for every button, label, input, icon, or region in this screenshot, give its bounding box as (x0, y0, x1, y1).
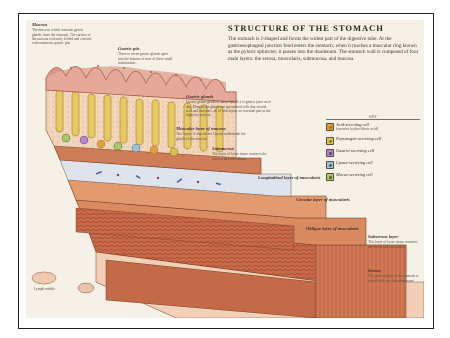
key-item-mucus: Mucus-secreting cell (326, 172, 422, 182)
label-title: Oblique layer of muscularis (306, 226, 386, 231)
key-header: KEY (326, 115, 420, 120)
label-circular: Circular layer of muscularis (296, 197, 386, 202)
label-text: The outer surface of the stomach is coat… (368, 274, 422, 283)
label-text: The mucosa, which contains gastric gland… (32, 28, 94, 45)
label-text: Two layers of muscle are located underne… (176, 132, 246, 141)
label-gastric-pits: Gastric pits Three to seven gastric glan… (118, 46, 174, 65)
key-label: Mucus-secreting cell (336, 172, 373, 177)
label-subserous: Subserous layer This layer of loose tiss… (368, 234, 422, 249)
mucus-cell-swatch (326, 173, 334, 181)
key-label: Lipase-secreting cell (336, 160, 373, 165)
lipase-cell-swatch (326, 161, 334, 169)
key-item-gastrin: Gastrin-secreting cell (326, 148, 422, 158)
label-title: Lymph nodule (34, 287, 64, 291)
label-title: Circular layer of muscularis (296, 197, 386, 202)
label-gastric-glands: Gastric glands Gastric glands produce ab… (186, 94, 272, 118)
label-mucosa: Mucosa The mucosa, which contains gastri… (32, 22, 94, 46)
label-text: This layer of loose tissue connects the … (368, 240, 422, 249)
label-title: Subserous layer (368, 234, 422, 239)
key-item-lipase: Lipase-secreting cell (326, 160, 422, 170)
label-text: Gastric glands produce about 3pt (2L) of… (186, 100, 272, 117)
label-oblique: Oblique layer of muscularis (306, 226, 386, 231)
label-title: Submucosa (212, 146, 274, 151)
illustration-page: STRUCTURE OF THE STOMACH The stomach is … (26, 20, 424, 318)
key-item-acid: Acid-secreting cell (secretes hydrochlor… (326, 122, 422, 132)
label-muscular-mucosa: Muscular layer of mucosa Two layers of m… (176, 126, 246, 141)
label-title: Muscular layer of mucosa (176, 126, 246, 131)
gastrin-cell-swatch (326, 149, 334, 157)
key-sublabel: (secretes hydrochloric acid) (336, 127, 378, 131)
label-title: Gastric pits (118, 46, 174, 51)
label-lymph-nodule: Lymph nodule (34, 286, 64, 291)
page-title: STRUCTURE OF THE STOMACH (228, 24, 420, 34)
lymph-nodule (78, 283, 94, 293)
label-title: Serosa (368, 268, 422, 273)
label-submucosa: Submucosa This layer of loose tissue con… (212, 146, 274, 161)
key-item-pepsinogen: Pepsinogen-secreting cell (326, 136, 422, 146)
acid-cell-swatch (326, 123, 334, 131)
label-serosa: Serosa The outer surface of the stomach … (368, 268, 422, 283)
label-title: Mucosa (32, 22, 94, 27)
label-text: This layer of loose tissue connects the … (212, 152, 274, 161)
key-label: Gastrin-secreting cell (336, 148, 374, 153)
label-text: Three to seven gastric glands open into … (118, 52, 174, 65)
intro-paragraph: The stomach is J-shaped and forms the wi… (228, 36, 420, 62)
label-title: Gastric glands (186, 94, 272, 99)
key-label: Pepsinogen-secreting cell (336, 136, 381, 141)
pepsinogen-cell-swatch (326, 137, 334, 145)
